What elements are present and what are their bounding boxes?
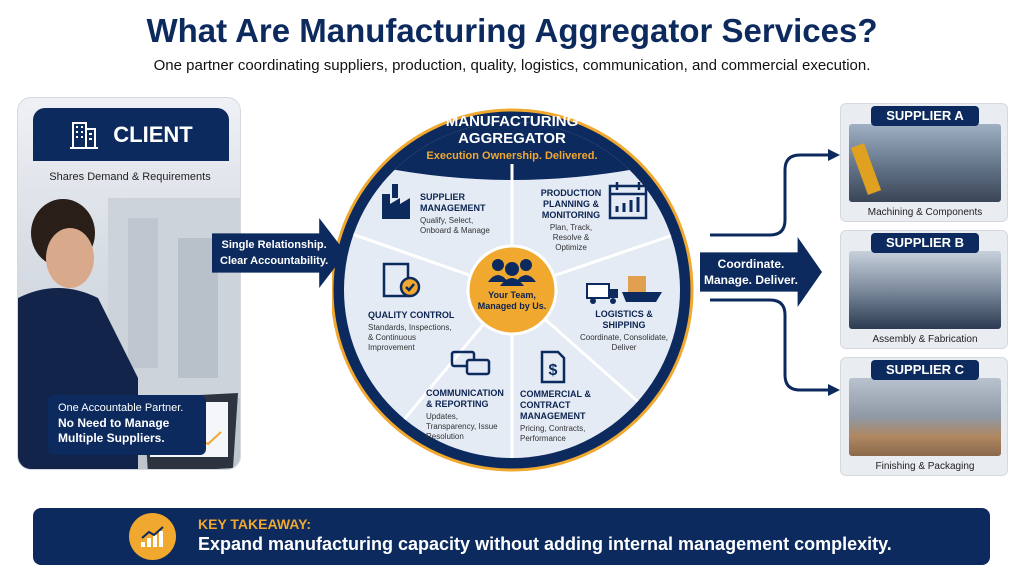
client-note-line1: One Accountable Partner. <box>58 402 184 414</box>
segment-production-planning: PRODUCTION PLANNING & MONITORING Plan, Tr… <box>538 188 604 253</box>
team-icon <box>488 259 536 286</box>
segment-desc: Plan, Track, Resolve & Optimize <box>549 223 593 252</box>
segment-desc: Coordinate, Consolidate, Deliver <box>579 333 669 352</box>
aggregator-title-line1: MANUFACTURING <box>445 113 579 130</box>
segment-quality-control: QUALITY CONTROL Standards, Inspections, &… <box>368 310 458 353</box>
supplier-a-photo <box>849 124 1001 202</box>
arrow-left-line2: Clear Accountability. <box>220 255 329 267</box>
client-title: CLIENT <box>113 121 193 147</box>
calendar-chart-icon <box>608 182 648 220</box>
svg-text:$: $ <box>549 362 558 379</box>
segment-title: QUALITY CONTROL <box>368 310 455 320</box>
supplier-c-photo <box>849 378 1001 456</box>
page-title: What Are Manufacturing Aggregator Servic… <box>146 12 878 49</box>
center-text-line2: Managed by Us. <box>477 301 547 311</box>
segment-title: COMMUNICATION & REPORTING <box>426 388 504 409</box>
client-note-line2: No Need to Manage Multiple Suppliers. <box>58 416 170 445</box>
arrow-right-line2: Manage. Deliver. <box>703 273 799 287</box>
client-note: One Accountable Partner. No Need to Mana… <box>48 395 206 455</box>
supplier-card-a: SUPPLIER A Machining & Components <box>840 103 1008 222</box>
aggregator-tagline: Execution Ownership. Delivered. <box>426 150 598 162</box>
segment-title: LOGISTICS & SHIPPING <box>595 309 653 330</box>
segment-title: COMMERCIAL & CONTRACT MANAGEMENT <box>520 389 591 421</box>
supplier-card-b: SUPPLIER B Assembly & Fabrication <box>840 230 1008 349</box>
client-header: CLIENT <box>33 108 229 161</box>
arrow-right-line1: Coordinate. <box>717 257 785 271</box>
supplier-name: SUPPLIER A <box>871 106 979 126</box>
takeaway-label: KEY TAKEAWAY: <box>198 516 312 532</box>
key-takeaway-banner: KEY TAKEAWAY: Expand manufacturing capac… <box>33 508 990 565</box>
takeaway-text: Expand manufacturing capacity without ad… <box>198 534 892 554</box>
supplier-caption: Finishing & Packaging <box>875 461 975 472</box>
growth-chart-icon <box>129 513 176 560</box>
distribution-connectors <box>710 149 840 396</box>
supplier-name: SUPPLIER B <box>871 233 979 253</box>
building-icon <box>70 121 99 149</box>
factory-icon <box>382 184 410 219</box>
segment-commercial: COMMERCIAL & CONTRACT MANAGEMENT Pricing,… <box>520 389 632 444</box>
segment-desc: Pricing, Contracts, Performance <box>520 424 586 443</box>
clipboard-check-icon <box>382 262 421 298</box>
center-text-line1: Your Team, <box>488 290 536 300</box>
supplier-name: SUPPLIER C <box>871 360 979 380</box>
page-subtitle: One partner coordinating suppliers, prod… <box>153 57 871 74</box>
aggregator-title: MANUFACTURING AGGREGATOR Execution Owner… <box>412 113 612 165</box>
supplier-card-c: SUPPLIER C Finishing & Packaging <box>840 357 1008 476</box>
segment-supplier-management: SUPPLIER MANAGEMENT Qualify, Select, Onbo… <box>420 192 500 236</box>
aggregator-title-line2: AGGREGATOR <box>458 130 566 147</box>
truck-ship-icon <box>586 276 662 304</box>
segment-desc: Standards, Inspections, & Continuous Imp… <box>368 323 452 352</box>
client-card: CLIENT Shares Demand & Requirements One … <box>17 97 241 470</box>
chat-bubbles-icon <box>450 350 491 376</box>
segment-title: PRODUCTION PLANNING & MONITORING <box>540 188 602 220</box>
segment-title: SUPPLIER MANAGEMENT <box>420 192 486 213</box>
segment-desc: Qualify, Select, Onboard & Manage <box>420 216 490 235</box>
supplier-caption: Machining & Components <box>867 207 983 218</box>
supplier-b-photo <box>849 251 1001 329</box>
aggregator-wheel: $ <box>332 108 694 472</box>
dollar-document-icon: $ <box>540 350 566 384</box>
supplier-caption: Assembly & Fabrication <box>872 334 978 345</box>
segment-desc: Updates, Transparency, Issue Resolution <box>426 412 498 441</box>
center-text: Your Team, Managed by Us. <box>472 290 552 312</box>
client-subtitle: Shares Demand & Requirements <box>49 171 211 183</box>
segment-communication: COMMUNICATION & REPORTING Updates, Transp… <box>426 388 510 442</box>
arrow-left-line1: Single Relationship. <box>221 239 327 251</box>
segment-logistics: LOGISTICS & SHIPPING Coordinate, Consolid… <box>578 309 670 353</box>
